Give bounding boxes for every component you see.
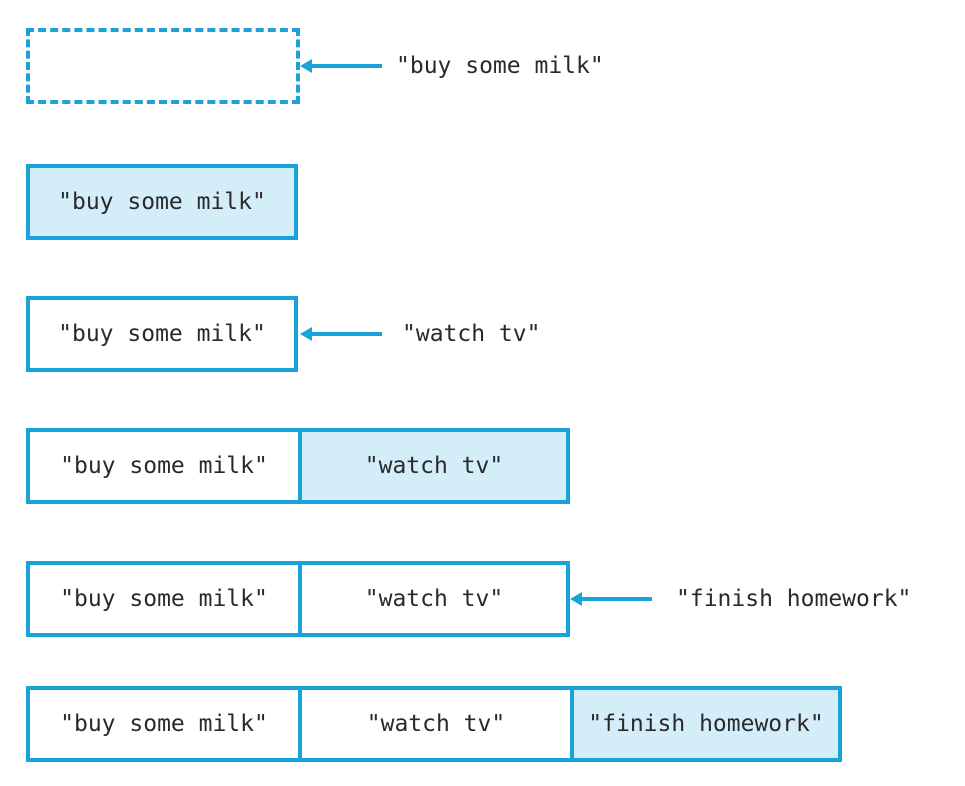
- array-cell-new: "finish homework": [570, 686, 842, 762]
- array-cell: "watch tv": [298, 686, 570, 762]
- step-row-one-item-incoming: "buy some milk" "watch tv": [0, 296, 965, 376]
- array-cell: "buy some milk": [26, 686, 298, 762]
- array-cells: "buy some milk": [26, 296, 298, 372]
- empty-slot: [26, 28, 300, 104]
- array-cells: "buy some milk" "watch tv": [26, 561, 570, 637]
- step-row-three-items: "buy some milk" "watch tv" "finish homew…: [0, 686, 965, 766]
- incoming-value-group: "watch tv": [300, 296, 540, 372]
- array-cells: "buy some milk": [26, 164, 298, 240]
- left-arrow-icon: [300, 326, 382, 342]
- incoming-value-label: "finish homework": [676, 586, 912, 612]
- left-arrow-icon: [300, 58, 382, 74]
- array-cell-new: "watch tv": [298, 428, 570, 504]
- array-cell-new: "buy some milk": [26, 164, 298, 240]
- array-cells: "buy some milk" "watch tv" "finish homew…: [26, 686, 842, 762]
- step-row-one-item: "buy some milk": [0, 164, 965, 244]
- incoming-value-label: "watch tv": [402, 321, 541, 347]
- step-row-empty-array: "buy some milk": [0, 28, 965, 108]
- array-cell: "buy some milk": [26, 561, 298, 637]
- left-arrow-icon: [570, 591, 652, 607]
- step-row-two-items-incoming: "buy some milk" "watch tv" "finish homew…: [0, 561, 965, 641]
- incoming-value-group: "finish homework": [570, 561, 911, 637]
- array-cells: "buy some milk" "watch tv": [26, 428, 570, 504]
- array-cell: "buy some milk": [26, 428, 298, 504]
- step-row-two-items: "buy some milk" "watch tv": [0, 428, 965, 508]
- incoming-value-label: "buy some milk": [396, 53, 604, 79]
- array-cell: "watch tv": [298, 561, 570, 637]
- array-cells: [26, 28, 300, 104]
- array-cell: "buy some milk": [26, 296, 298, 372]
- incoming-value-group: "buy some milk": [300, 28, 604, 104]
